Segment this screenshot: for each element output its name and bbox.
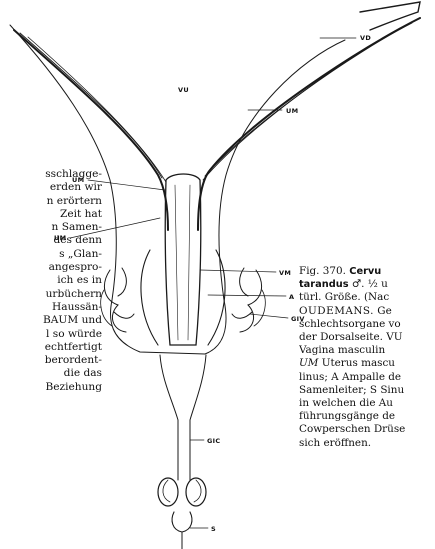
label-s: S (211, 525, 216, 533)
caption-line-13: Cowperschen Drüse (299, 423, 435, 436)
caption-line-6: der Dorsalseite. VU (299, 331, 435, 344)
caption-sex-scale: ♂. ½ u (352, 278, 388, 290)
right-horn-inner (205, 23, 412, 176)
caption-fig-number: Fig. 370. (299, 265, 346, 277)
label-um-left-bottom: UM (54, 234, 66, 242)
ampulla-right (208, 250, 225, 345)
label-um-left-top: UM (72, 176, 84, 184)
right-horn-outer (198, 18, 420, 230)
caption-line-5: schlechtsorgane vo (299, 318, 435, 331)
caption-line-12: führungsgänge de (299, 410, 435, 423)
caption-line-7b: masculin (335, 344, 386, 356)
label-vm: VM (279, 269, 291, 277)
caption-line-8b: Uterus mascu (318, 357, 395, 369)
caption-line-9: linus; A Ampalle de (299, 371, 435, 384)
label-vd: VD (360, 34, 371, 42)
label-gc: GIC (207, 437, 220, 445)
figure-caption: Fig. 370. Cervu tarandus ♂. ½ u türl. Gr… (299, 265, 435, 450)
caption-line-11: in welchen die Au (299, 397, 435, 410)
label-um-right: UM (286, 107, 298, 115)
left-horn-outer (14, 30, 168, 230)
caption-line-7: Vagina masculin (299, 344, 435, 357)
gland-right (232, 268, 262, 332)
cowper-gland-left (158, 478, 178, 506)
caption-line-4-rest: Ge (374, 305, 392, 317)
caption-line-8: UM Uterus mascu (299, 357, 435, 370)
caption-species-2: tarandus (299, 279, 349, 290)
sinus (172, 512, 192, 532)
cowper-gland-right (186, 478, 206, 506)
caption-line-10: Samenleiter; S Sinu (299, 384, 435, 397)
uterus-masculinus (165, 174, 201, 345)
caption-line-8a: UM (299, 357, 318, 369)
label-vu: VU (178, 86, 189, 94)
label-a: A (289, 293, 294, 301)
caption-line-1: Fig. 370. Cervu (299, 265, 435, 278)
right-horn-tip (360, 2, 420, 30)
urethra (160, 355, 206, 480)
ampulla-left (141, 250, 158, 345)
caption-line-7a: Vagina (299, 344, 335, 356)
caption-line-14: sich eröffnen. (299, 437, 435, 450)
caption-species-1: Cervu (349, 266, 381, 277)
caption-line-3: türl. Größe. (Nac (299, 291, 435, 304)
gland-left (104, 268, 134, 332)
caption-author: OUDEMANS. (299, 305, 374, 317)
caption-line-4: OUDEMANS. Ge (299, 305, 435, 318)
caption-line-2: tarandus ♂. ½ u (299, 278, 435, 291)
